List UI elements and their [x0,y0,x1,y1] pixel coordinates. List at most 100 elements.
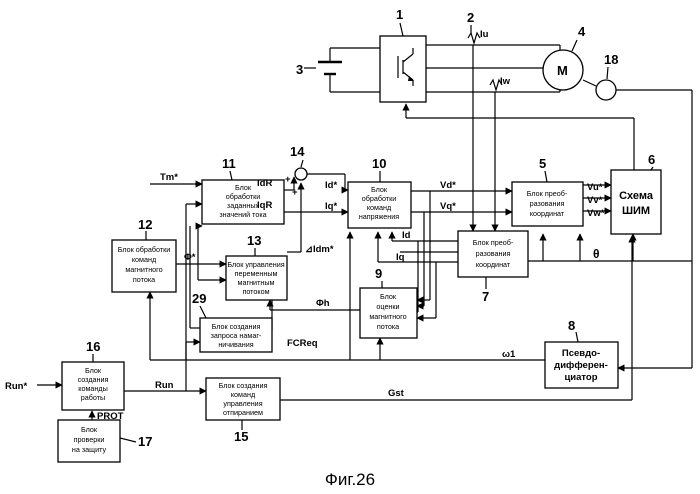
block-13: Блок управления переменным магнитным пот… [226,233,287,300]
signal-vv-star: Vv* [587,195,603,206]
dc-battery: 3 [296,62,342,77]
block-12-line-3: магнитного [125,265,162,274]
block-9: Блок оценки магнитного потока 9 [360,266,417,338]
block-5-line-3: координат [530,209,565,218]
signal-iq: Iq [396,252,405,263]
block-12-line-2: команд [132,255,157,264]
block-11-line-1: Блок [235,183,252,192]
block-6-line-2: ШИМ [622,205,650,217]
signal-id: Id [402,230,411,241]
block-13-line-3: магнитным [238,278,275,287]
signal-vq-star: Vq* [440,201,456,212]
signal-omega1: ω1 [502,349,516,360]
block-5: Блок преоб- разования координат 5 [512,156,583,226]
block-5-number: 5 [539,156,546,171]
block-17-line-1: Блок [81,425,98,434]
inverter: 1 [380,7,426,102]
block-5-line-1: Блок преоб- [527,189,568,198]
block-7-number: 7 [482,289,489,304]
block-7-line-2: разования [476,249,511,258]
block-10-line-3: команд [367,203,392,212]
block-7: Блок преоб- разования координат 7 [458,231,528,304]
signal-prot: PROT [97,411,124,422]
summer-plus-2: + [292,187,298,198]
block-9-line-1: Блок [380,292,397,301]
block-10: Блок обработки команд напряжения 10 [348,156,411,228]
block-7-line-3: координат [476,260,511,269]
block-29-line-3: ничивания [218,340,253,349]
signal-fcreq: FCReq [287,338,318,349]
block-15-line-1: Блок создания [219,381,268,390]
block-8-line-1: Псевдо- [562,348,600,359]
block-13-line-2: переменным [235,269,278,278]
block-16-line-3: команды [78,384,108,393]
block-17-line-2: проверки [74,435,105,444]
block-9-line-3: магнитного [369,312,406,321]
signal-tm: Tm* [160,172,178,183]
block-11-line-4: значений тока [219,210,266,219]
signal-run: Run [155,380,174,391]
signal-iqr: IqR [257,200,272,211]
inverter-number: 1 [396,7,403,22]
signal-iq-star: Iq* [325,201,337,212]
block-8-line-3: циатор [564,372,597,383]
power-wiring [330,33,560,92]
signal-iw: Iw [500,76,511,87]
signal-theta: θ [593,247,600,261]
block-15-number: 15 [234,429,248,444]
block-9-number: 9 [375,266,382,281]
block-12: Блок обработки команд магнитного потока … [112,217,176,292]
signal-delta-idm: ⊿Idm* [305,244,334,255]
block-6-pwm: Схема ШИМ 6 [611,152,661,234]
encoder-number: 18 [604,52,618,67]
block-12-number: 12 [138,217,152,232]
summer-plus-1: + [285,174,291,185]
block-9-line-4: потока [377,322,399,331]
block-15-line-3: управления [223,399,262,408]
block-16-line-1: Блок [85,366,102,375]
summer-number: 14 [290,144,305,159]
block-11-line-3: заданных [227,201,260,210]
block-8-line-2: дифферен- [554,360,608,371]
signal-id-star: Id* [325,180,337,191]
block-5-line-2: разования [530,199,565,208]
block-10-line-2: обработки [362,194,397,203]
block-13-line-1: Блок управления [227,260,284,269]
block-29-line-2: запроса намаг- [211,331,262,340]
block-16: Блок создания команды работы 16 [62,339,124,410]
motor: M 4 [543,24,596,90]
block-17-number: 17 [138,434,152,449]
signal-phi-h: Φh [316,298,330,309]
block-10-line-4: напряжения [359,212,399,221]
block-8: Псевдо- дифферен- циатор 8 [545,318,618,388]
signal-run-input: Run* [5,381,27,392]
block-15: Блок создания команд управления отпирани… [206,378,280,444]
block-7-line-1: Блок преоб- [473,238,514,247]
motor-label: M [557,63,568,78]
battery-number: 3 [296,62,303,77]
block-16-line-2: создания [78,375,109,384]
block-16-line-4: работы [81,393,105,402]
block-15-line-2: команд [231,390,256,399]
block-11: Блок обработки заданных значений тока 11 [202,156,284,224]
block-11-number: 11 [222,156,236,171]
block-16-number: 16 [86,339,100,354]
signal-iu: Iu [480,29,489,40]
encoder: 18 [596,52,618,100]
block-13-number: 13 [247,233,261,248]
signal-phi-star: Φ* [184,252,196,263]
block-12-line-1: Блок обработки [118,245,171,254]
block-8-number: 8 [568,318,575,333]
block-29-line-1: Блок создания [212,322,261,331]
block-6-number: 6 [648,152,655,167]
block-10-line-1: Блок [371,185,388,194]
motor-number: 4 [578,24,586,39]
block-10-number: 10 [372,156,386,171]
signal-vd-star: Vd* [440,180,456,191]
block-17-line-3: на защиту [72,445,107,454]
block-15-line-4: отпиранием [223,408,263,417]
current-sensor-number: 2 [467,10,474,25]
signal-idr: IdR [257,178,272,189]
signal-vu-star: Vu* [587,182,603,193]
